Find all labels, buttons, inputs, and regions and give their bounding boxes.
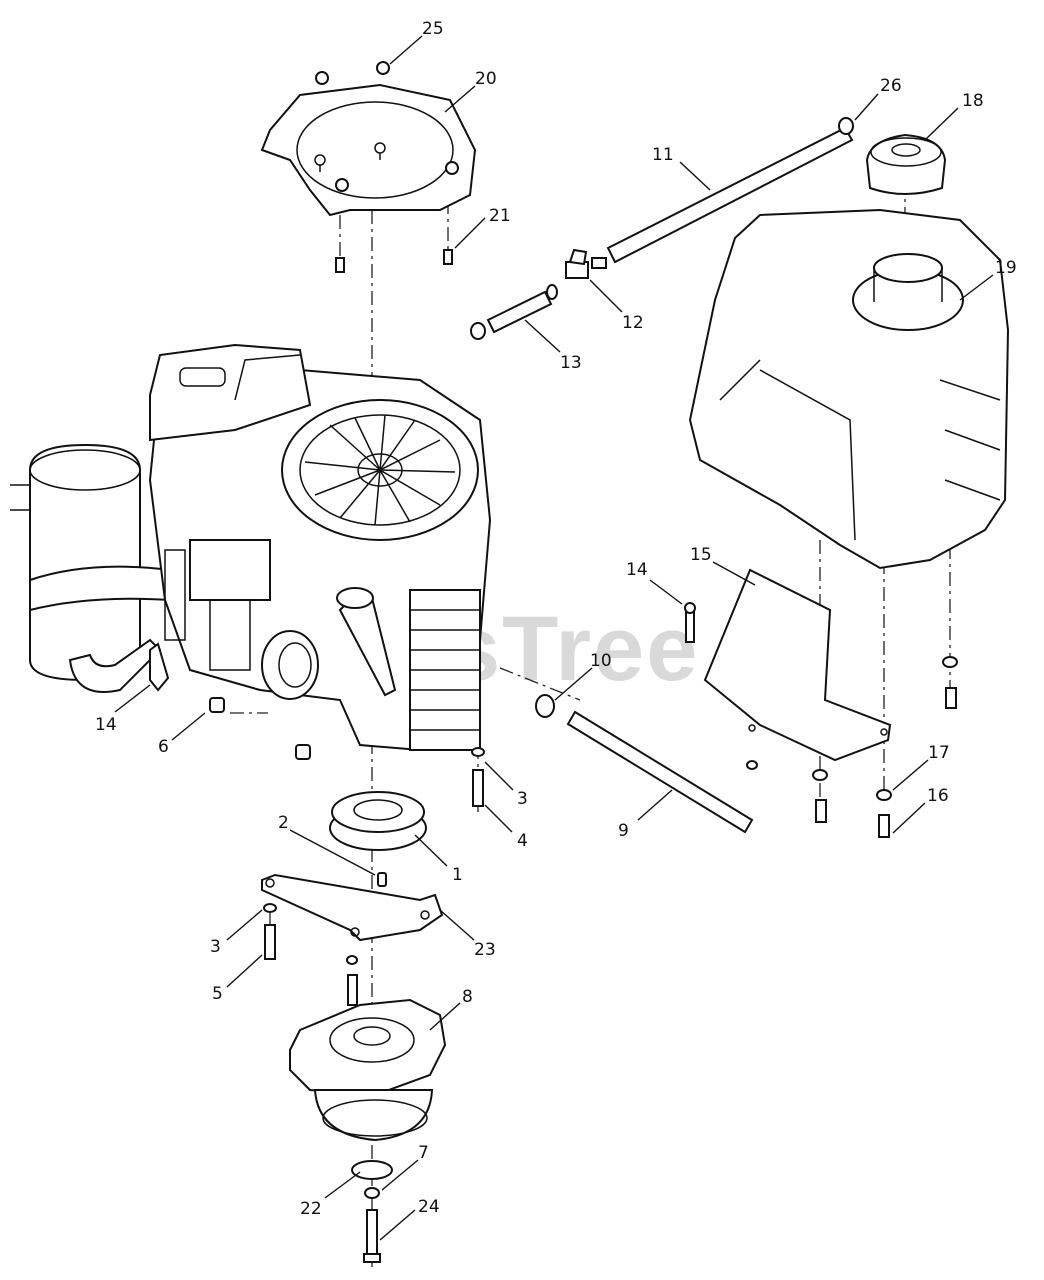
- part-23-clutch-bracket: [261, 873, 444, 942]
- part-18-fuel-cap: [865, 133, 947, 195]
- callout-15: 15: [690, 545, 712, 565]
- callout-leaders: [114, 35, 994, 1241]
- part-25-nut: [315, 61, 390, 85]
- callout-24: 24: [418, 1197, 440, 1217]
- callout-labels: 25 20 21 26 18 11 12 13 19 15 14 10 17 1…: [95, 19, 1017, 1219]
- part-7-lockwasher: [364, 1187, 380, 1199]
- part-15-heat-shield: [703, 568, 892, 762]
- callout-21: 21: [489, 206, 511, 226]
- part-16-bolt: [815, 687, 957, 838]
- callout-3-right: 3: [517, 789, 528, 809]
- callout-12: 12: [622, 313, 644, 333]
- callout-17: 17: [928, 743, 950, 763]
- part-20-adapter-plate: [260, 83, 477, 217]
- part-10-hose-clamp: [535, 694, 555, 718]
- callout-7: 7: [418, 1143, 429, 1163]
- part-8-electric-clutch: [289, 998, 447, 1142]
- part-22-washer: [351, 1160, 393, 1180]
- part-2-key: [377, 872, 387, 887]
- part-19-fuel-tank: [688, 208, 1010, 570]
- callout-11: 11: [652, 145, 674, 165]
- part-9-fuel-hose: [566, 710, 754, 834]
- callout-20: 20: [475, 69, 497, 89]
- callout-18: 18: [962, 91, 984, 111]
- clutch-shaft-bolt: [346, 955, 358, 1006]
- callout-6: 6: [158, 737, 169, 757]
- callout-1: 1: [452, 865, 463, 885]
- callout-3-left: 3: [210, 937, 221, 957]
- callout-22: 22: [300, 1199, 322, 1219]
- part-14-bolt: [684, 602, 696, 643]
- part-12-fuel-shutoff-valve: [546, 248, 607, 300]
- callout-8: 8: [462, 987, 473, 1007]
- part-21-bolt: [335, 249, 453, 273]
- part-26-clamp: [838, 117, 854, 135]
- part-13-fuel-line: [470, 290, 553, 340]
- part-24-bolt: [363, 1209, 381, 1263]
- part-6-nut: [209, 697, 311, 760]
- part-5-bolt: [263, 903, 277, 960]
- callout-2: 2: [278, 813, 289, 833]
- callout-16: 16: [927, 786, 949, 806]
- callout-23: 23: [474, 940, 496, 960]
- part-1-pulley: [329, 791, 427, 851]
- callout-13: 13: [560, 353, 582, 373]
- callout-26: 26: [880, 76, 902, 96]
- part-17-washer: [746, 656, 958, 801]
- callout-14-right: 14: [626, 560, 648, 580]
- callout-4: 4: [517, 831, 528, 851]
- part-11-fuel-line: [606, 126, 854, 264]
- callout-19: 19: [995, 258, 1017, 278]
- callout-9: 9: [618, 821, 629, 841]
- engine-assembly: [10, 343, 492, 752]
- callout-5: 5: [212, 984, 223, 1004]
- callout-14-left: 14: [95, 715, 117, 735]
- part-4-bolt: [471, 747, 485, 807]
- callout-10: 10: [590, 651, 612, 671]
- callout-25: 25: [422, 19, 444, 39]
- part-14-elbow: [149, 642, 170, 692]
